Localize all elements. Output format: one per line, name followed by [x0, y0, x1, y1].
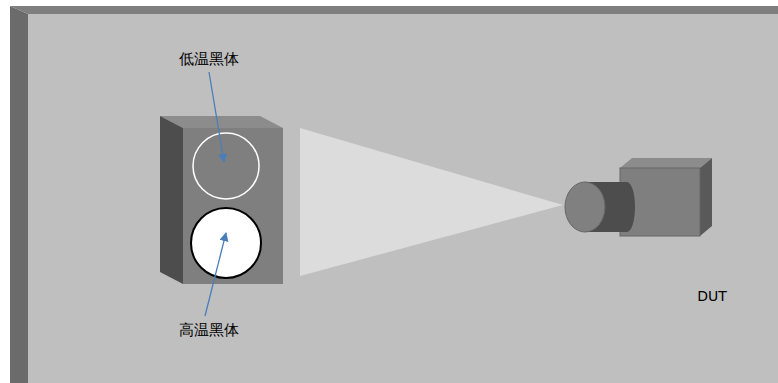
- wall-top: [10, 6, 778, 14]
- box-front: [183, 128, 283, 284]
- high-temp-blackbody: [191, 208, 261, 278]
- callout-label: 高温黑体: [179, 321, 239, 339]
- camera-side: [700, 158, 712, 236]
- low-temp-blackbody: [193, 133, 259, 199]
- view-cone: [300, 128, 563, 276]
- wall-side: [10, 6, 28, 383]
- camera-top: [620, 158, 712, 168]
- box-side: [160, 116, 183, 284]
- camera-body: [620, 168, 700, 236]
- leader-arrow: [209, 72, 224, 162]
- wall-face: [28, 14, 778, 383]
- callout-label: 低温黑体: [179, 50, 239, 68]
- device-label: DUT: [697, 288, 727, 305]
- lens-back: [619, 182, 635, 232]
- leader-arrow: [205, 233, 226, 316]
- lens-front: [565, 182, 605, 232]
